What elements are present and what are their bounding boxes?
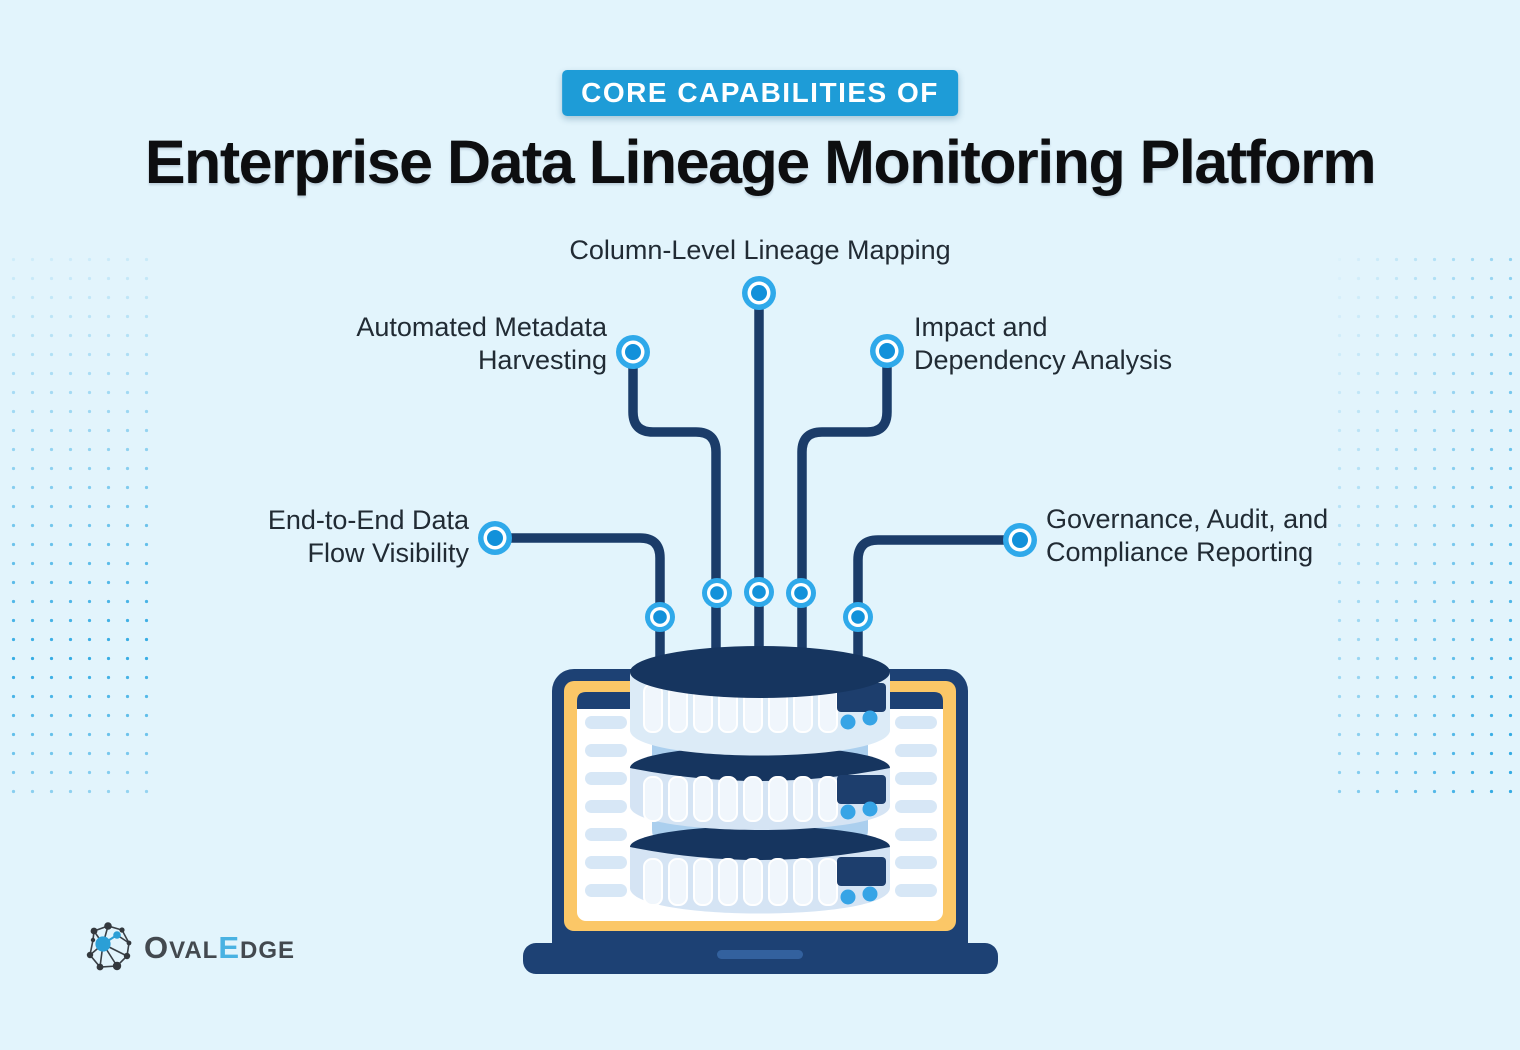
page-title: Enterprise Data Lineage Monitoring Platf… xyxy=(144,128,1377,196)
ovaledge-network-icon xyxy=(86,922,132,971)
database-stack xyxy=(630,646,890,914)
header-badge: CORE CAPABILITIES OF xyxy=(562,70,958,116)
connector-governance xyxy=(853,535,1025,665)
disc-led xyxy=(862,801,878,817)
connector-end-to-end xyxy=(490,533,665,665)
disc-led xyxy=(862,886,878,902)
database-disc-3 xyxy=(630,826,890,914)
stack-node xyxy=(702,578,732,608)
disc-led xyxy=(840,804,856,820)
connector-lines xyxy=(490,288,1025,667)
capability-node-impact-dependency xyxy=(870,334,904,368)
ovaledge-logo: OVALEDGE xyxy=(84,922,295,972)
disc-panel xyxy=(837,857,886,886)
database-disc-1 xyxy=(630,646,890,756)
disc-panel xyxy=(837,775,886,804)
capability-label-automated-metadata-harvesting: Automated Metadata Harvesting xyxy=(356,312,607,375)
capability-node-automated-metadata xyxy=(616,335,650,369)
disc-led xyxy=(862,710,878,726)
stack-node xyxy=(744,577,774,607)
capability-label-end-to-end-data-flow-visibility: End-to-End Data Flow Visibility xyxy=(267,505,469,568)
disc-led xyxy=(840,714,856,730)
disc-top-face xyxy=(630,646,890,698)
capability-label-column-level-lineage-mapping: Column-Level Lineage Mapping xyxy=(569,235,951,265)
capability-node-end-to-end xyxy=(478,521,512,555)
laptop-trackpad-notch xyxy=(717,950,803,959)
capability-label-impact-dependency-analysis: Impact and Dependency Analysis xyxy=(914,312,1173,375)
capability-node-column-level xyxy=(742,276,776,310)
screen-text-rows xyxy=(585,716,937,897)
stack-node xyxy=(786,578,816,608)
stack-node xyxy=(843,602,873,632)
connector-automated-metadata xyxy=(628,347,721,665)
stack-node xyxy=(645,602,675,632)
connector-impact-dependency xyxy=(797,346,892,665)
ovaledge-wordmark: OVALEDGE xyxy=(144,929,296,965)
logo-blue-core xyxy=(95,936,111,952)
database-disc-2 xyxy=(630,746,890,830)
disc-led xyxy=(840,889,856,905)
capability-label-governance-audit-compliance-reporting: Governance, Audit, and Compliance Report… xyxy=(1046,504,1329,567)
capability-node-governance xyxy=(1003,523,1037,557)
